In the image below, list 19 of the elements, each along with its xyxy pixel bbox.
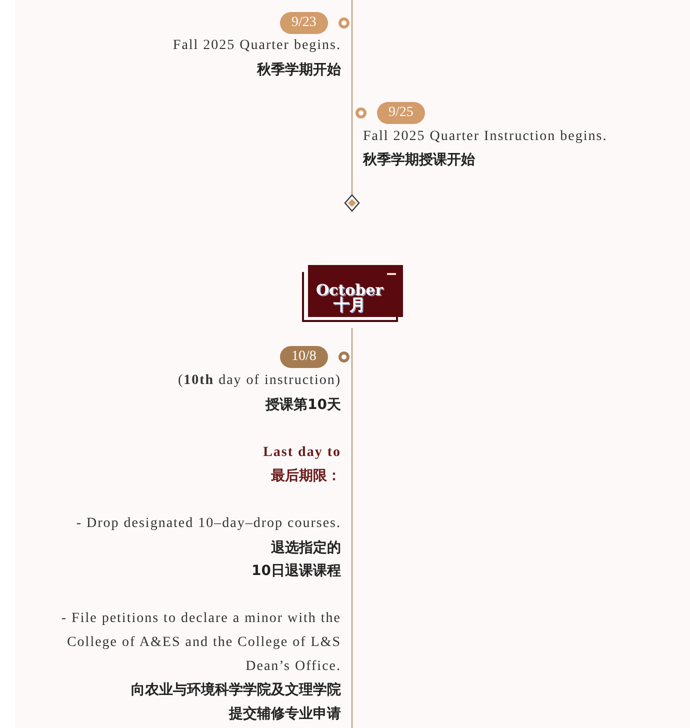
event-text: 授课第10天	[266, 396, 341, 415]
deadline-heading: 最后期限：	[271, 467, 341, 486]
month-banner	[302, 265, 404, 323]
deadline-heading: Last day to	[263, 444, 341, 462]
event-text: Fall 2025 Quarter begins.	[172, 37, 341, 55]
event-text: 退选指定的	[271, 538, 341, 558]
event-text: - File petitions to declare a minor with the College of A&ES and the College of L&S Dean’s Office.	[60, 610, 341, 676]
event-text: (10th day of instruction)	[178, 372, 341, 390]
month-name-chinese: 十月	[334, 296, 366, 314]
date-badge: 10/8	[280, 346, 328, 368]
date-badge: 9/23	[280, 12, 328, 34]
event-text: 向农业与环境科学学院及文理学院	[131, 680, 341, 700]
event-text: 秋季学期授课开始	[363, 151, 475, 170]
event-text: 提交辅修专业申请	[229, 704, 341, 724]
event-text: - Drop designated 10–day–drop courses.	[76, 515, 341, 533]
event-text: Fall 2025 Quarter Instruction begins.	[363, 128, 608, 146]
event-text: 10日退课课程	[252, 562, 341, 581]
event-text: 秋季学期开始	[257, 61, 341, 80]
date-badge: 9/25	[377, 102, 425, 124]
